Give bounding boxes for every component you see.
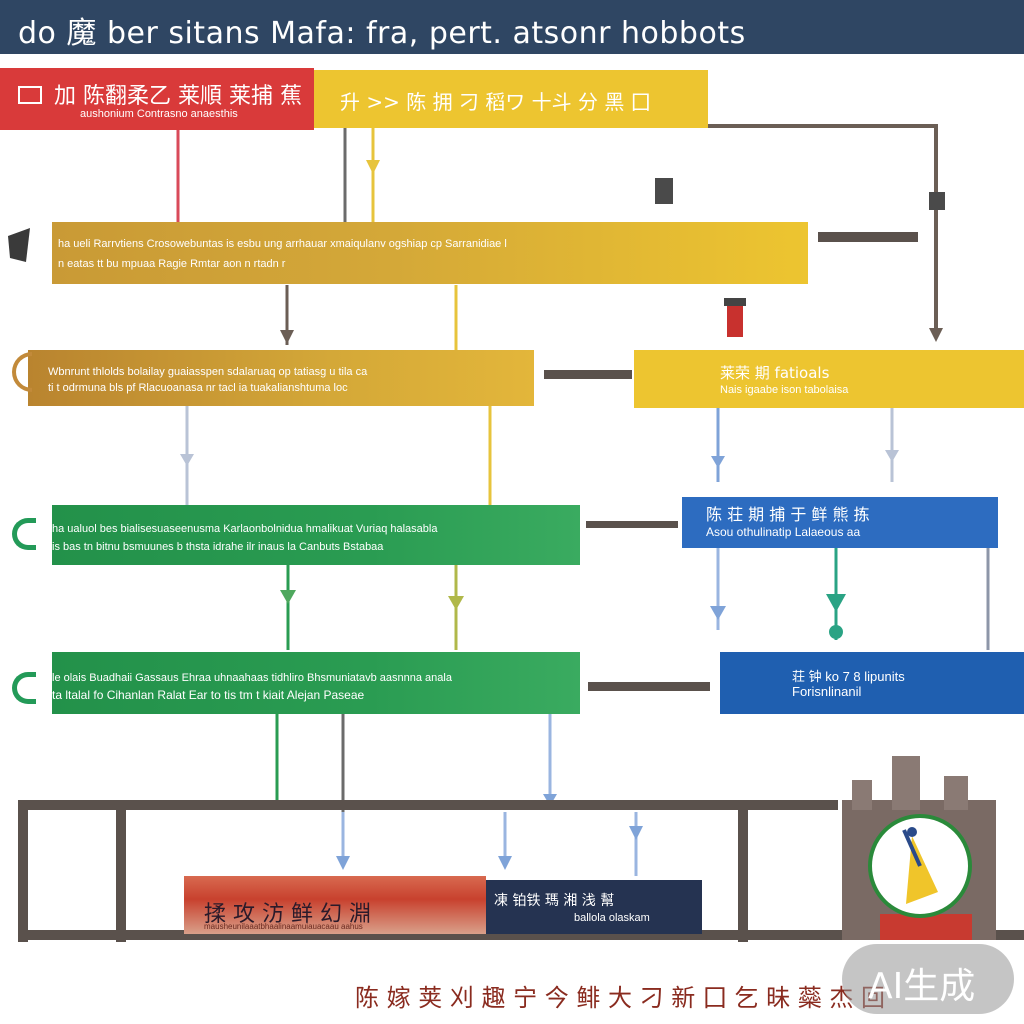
bottom-red-label: 揉 攻 汸 鲜 幻 淵 [204,902,371,927]
header-bar: do 魔 ber sitans Mafa: fra, pert. atsonr … [0,0,1024,54]
green-lower-label: le olais Buadhaii Gassaus Ehraa uhnaahaa… [52,672,452,684]
blue-lower-box[interactable]: 荘 钟 ko 7 8 lipunits Forisnlinanil [720,652,1024,714]
gold-wide-sublabel: n eatas tt bu mpuaa Ragie Rmtar aon n rt… [58,258,286,270]
bottom-red-box[interactable]: 揉 攻 汸 鲜 幻 淵 mausheunilaaatbhaalinaamuiau… [184,876,486,934]
yellow-right-label: 莱荣 期 fatioals [720,364,830,382]
yellow-top-label: 升 >> 陈 拥 刁 稻ワ 十斗 分 黑 囗 [340,90,651,114]
bottom-red-sublabel: mausheunilaaatbhaalinaamuiauacaau aahus [204,922,363,931]
header-title: do 魔 ber sitans Mafa: fra, pert. atsonr … [18,16,746,51]
gold-mid-label: Wbnrunt thlolds bolailay guaiasspen sdal… [48,366,368,378]
red-top-sublabel: aushonium Contrasno anaesthis [80,108,238,120]
ai-badge-label: AI生成 [868,966,976,1007]
green-upper-box[interactable]: ha ualuol bes bialisesuaseenusma Karlaon… [52,505,580,565]
blue-upper-sublabel: Asou othulinatip Lalaeous aa [706,525,861,539]
crescent-icon [12,672,36,704]
green-upper-sublabel: is bas tn bitnu bsmuunes b thsta idrahe … [52,541,384,553]
yellow-right-sublabel: Nais igaabe ison tabolaisa [720,384,849,396]
gold-wide-box[interactable]: ha ueli Rarrvtiens Crosowebuntas is esbu… [52,222,808,284]
red-top-label: 加 陈翻柔乙 莱順 莱捕 蕉 [54,84,302,109]
blue-upper-box[interactable]: 陈 荘 期 捕 于 鲜 熊 拣 Asou othulinatip Lalaeou… [682,497,998,548]
blue-lower-sublabel: Forisnlinanil [792,684,862,699]
square-icon [18,86,42,104]
gold-mid-sublabel: ti t odrmuna bls pf Rlacuoanasa nr tacl … [48,382,348,394]
gold-mid-box[interactable]: Wbnrunt thlolds bolailay guaiasspen sdal… [28,350,534,406]
yellow-right-box[interactable]: 莱荣 期 fatioals Nais igaabe ison tabolaisa [634,350,1024,408]
red-top-box[interactable]: 加 陈翻柔乙 莱順 莱捕 蕉 aushonium Contrasno anaes… [0,68,314,130]
green-lower-sublabel: ta ltalal fo Cihanlan Ralat Ear to tis t… [52,688,365,702]
bottom-navy-sublabel: ballola olaskam [574,912,650,924]
green-lower-box[interactable]: le olais Buadhaii Gassaus Ehraa uhnaahaa… [52,652,580,714]
blue-lower-label: 荘 钟 ko 7 8 lipunits [792,669,905,684]
yellow-top-box[interactable]: 升 >> 陈 拥 刁 稻ワ 十斗 分 黑 囗 [314,70,708,128]
bottom-navy-box[interactable]: 凍 铂铁 瑪 湘 浅 幫 ballola olaskam [486,880,702,934]
gold-wide-label: ha ueli Rarrvtiens Crosowebuntas is esbu… [58,238,507,250]
footer-caption: 陈 嫁 荚 刈 趣 宁 今 鲱 大 刁 新 囗 乞 昧 蘂 杰 回 [355,984,886,1012]
machine-clock-icon [842,756,996,940]
green-upper-label: ha ualuol bes bialisesuaseenusma Karlaon… [52,523,438,535]
blue-upper-label: 陈 荘 期 捕 于 鲜 熊 拣 [706,505,870,524]
ai-generated-badge: AI生成 [842,944,1014,1014]
crescent-icon [12,518,36,550]
bottom-navy-label: 凍 铂铁 瑪 湘 浅 幫 [494,893,615,909]
